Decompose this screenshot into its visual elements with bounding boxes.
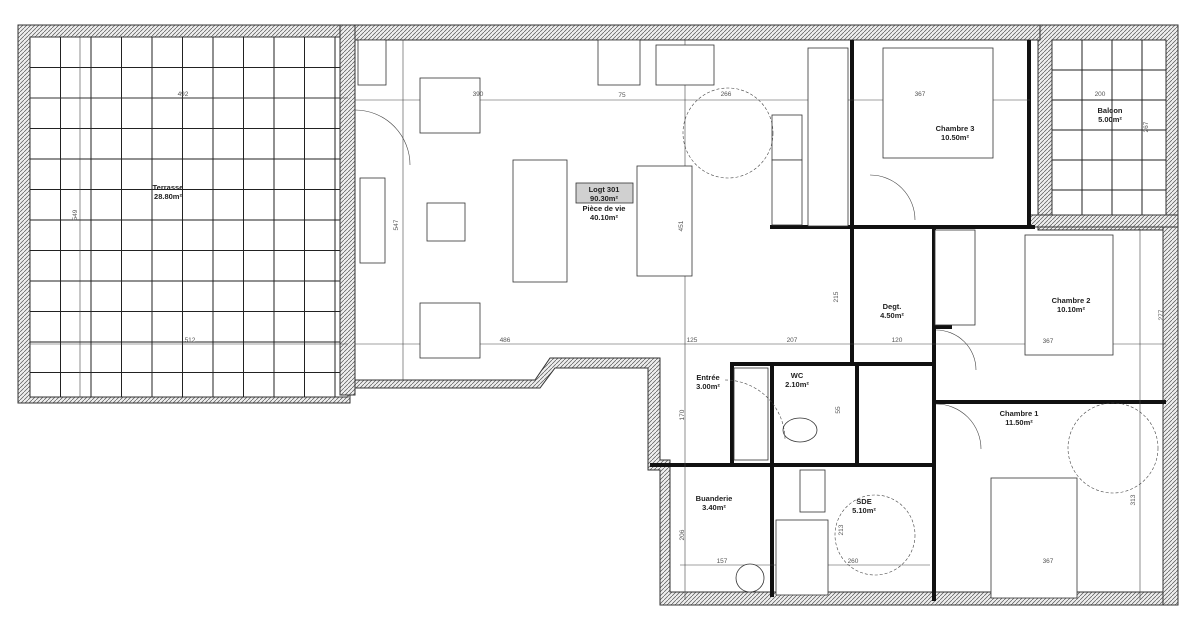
room-chambre-1-name: Chambre 1 xyxy=(1000,409,1039,418)
dimension-label: 486 xyxy=(500,337,511,344)
room-sde-area: 5.10m² xyxy=(852,506,876,515)
dimension-label: 512 xyxy=(185,337,196,344)
dining-table xyxy=(636,165,693,277)
room-wc-name: WC xyxy=(791,371,804,380)
dimension-label: 75 xyxy=(618,92,626,99)
closet-degt xyxy=(934,229,976,326)
water-heater xyxy=(735,563,765,593)
dimension-label: 277 xyxy=(1158,309,1165,320)
room-chambre-3-name: Chambre 3 xyxy=(936,124,975,133)
dimension-label: 492 xyxy=(178,91,189,98)
oven xyxy=(771,159,803,226)
kitchen-sink xyxy=(655,44,715,86)
dimension-label: 170 xyxy=(679,409,686,420)
dimension-label: 157 xyxy=(717,558,728,565)
dimension-label: 367 xyxy=(915,91,926,98)
room-sde-name: SDE xyxy=(856,497,871,506)
unit-number: Logt 301 xyxy=(589,185,620,194)
dimension-label: 367 xyxy=(1043,558,1054,565)
dimension-label: 206 xyxy=(679,529,686,540)
dimension-label: 213 xyxy=(838,524,845,535)
balcon-tile-grid xyxy=(1052,40,1166,220)
room-chambre-3-area: 10.50m² xyxy=(941,133,969,142)
dimension-label: 547 xyxy=(393,219,400,230)
room-entree-area: 3.00m² xyxy=(696,382,720,391)
closet-entree xyxy=(733,367,769,461)
cooktop xyxy=(771,114,803,161)
room-balcon-name: Balcon xyxy=(1097,106,1122,115)
dimension-label: 313 xyxy=(1130,494,1137,505)
dimension-label: 200 xyxy=(1095,91,1106,98)
balcon-area xyxy=(1037,24,1179,231)
dimension-label: 120 xyxy=(892,337,903,344)
room-buanderie-area: 3.40m² xyxy=(702,503,726,512)
dimension-label: 215 xyxy=(833,291,840,302)
dimension-label: 390 xyxy=(473,91,484,98)
room-terrasse-area: 28.80m² xyxy=(154,192,182,201)
interior-walls xyxy=(650,40,1166,601)
terrasse-area xyxy=(17,24,351,404)
room-wc-area: 2.10m² xyxy=(785,380,809,389)
dimension-label: 125 xyxy=(687,337,698,344)
column-left xyxy=(597,39,641,86)
dimension-label: 266 xyxy=(721,91,732,98)
room-piece-de-vie-name: Pièce de vie xyxy=(583,204,626,213)
unit-area: 90.30m² xyxy=(590,194,618,203)
shower xyxy=(775,519,829,596)
room-balcon-area: 5.00m² xyxy=(1098,115,1122,124)
room-degt-name: Degt. xyxy=(883,302,902,311)
terrasse-tile-grid xyxy=(30,37,348,397)
toilet xyxy=(782,417,818,443)
dimension-label: 267 xyxy=(1143,121,1150,132)
exterior-walls xyxy=(339,24,1179,606)
room-buanderie-name: Buanderie xyxy=(696,494,733,503)
room-chambre-1-area: 11.50m² xyxy=(1005,418,1033,427)
dimension-label: 260 xyxy=(848,558,859,565)
room-entree-name: Entrée xyxy=(696,373,719,382)
room-degt-area: 4.50m² xyxy=(880,311,904,320)
armchair-bottom xyxy=(419,302,481,359)
dimension-label: 367 xyxy=(1043,338,1054,345)
dimension-label: 207 xyxy=(787,337,798,344)
bed-chambre-1 xyxy=(990,477,1078,599)
sofa xyxy=(512,159,568,283)
dimension-label: 55 xyxy=(835,406,842,414)
tv-unit xyxy=(359,177,386,264)
column-top-left xyxy=(357,39,387,86)
washbasin xyxy=(799,469,826,513)
bed-chambre-2 xyxy=(1024,234,1114,356)
room-chambre-2-area: 10.10m² xyxy=(1057,305,1085,314)
dimension-label: 549 xyxy=(72,209,79,220)
unit-label-box xyxy=(575,182,634,204)
room-piece-de-vie-area: 40.10m² xyxy=(590,213,618,222)
coffee-table xyxy=(426,202,466,242)
room-terrasse-name: Terrasse xyxy=(153,183,184,192)
room-chambre-2-name: Chambre 2 xyxy=(1052,296,1091,305)
armchair-top xyxy=(419,77,481,134)
dimension-label: 451 xyxy=(678,220,685,231)
bed-chambre-3 xyxy=(882,47,994,159)
kitchen-cabinet xyxy=(807,47,849,227)
dimension-labels: 492 549 512 547 390 75 266 451 486 125 207 215 120 36… xyxy=(72,91,1165,565)
furniture xyxy=(354,39,1159,599)
